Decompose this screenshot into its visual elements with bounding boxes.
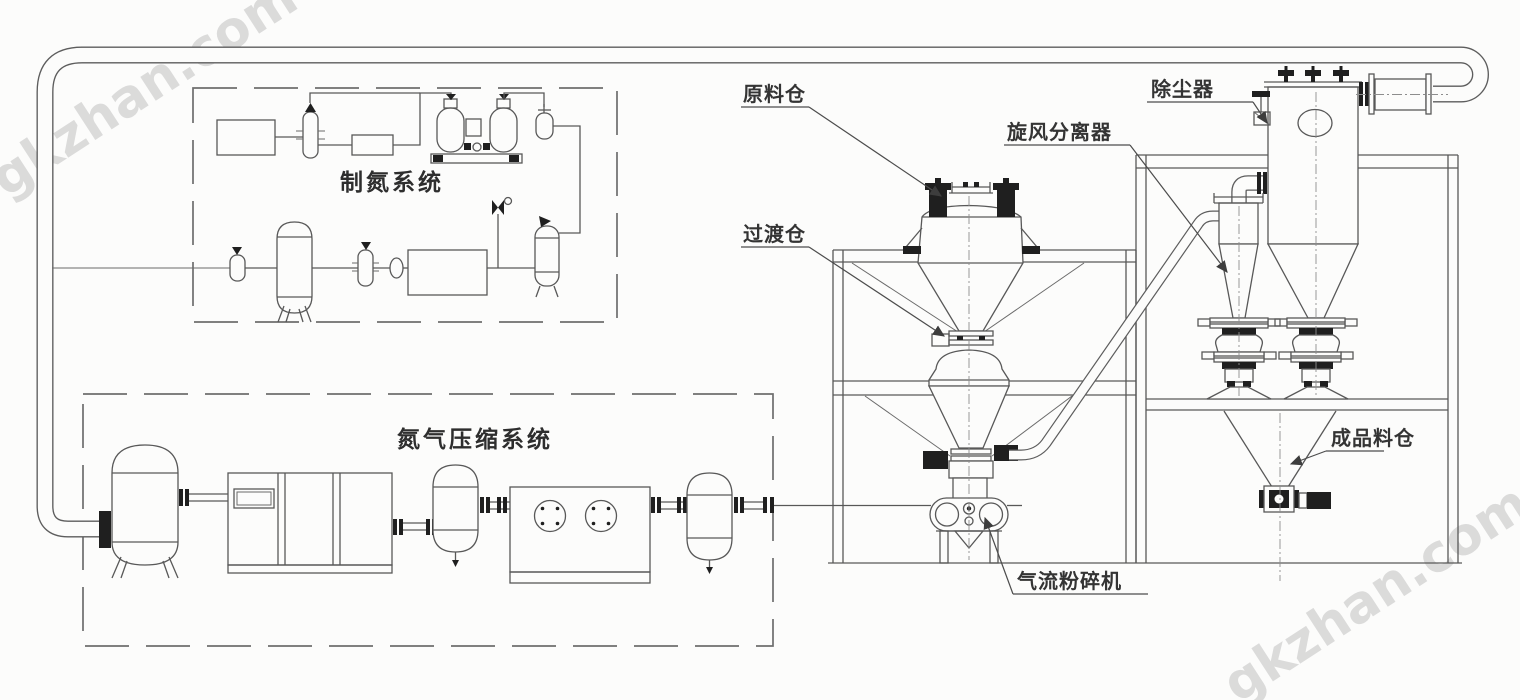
label-cyclone-separator: 旋风分离器 bbox=[1006, 120, 1112, 144]
nitrogen-compression-system: 氮气压缩系统 bbox=[111, 426, 774, 584]
tank-inlet-flange bbox=[99, 511, 111, 548]
nitrogen-generation-boundary bbox=[192, 87, 618, 323]
label-jet-mill: 气流粉碎机 bbox=[1016, 569, 1122, 593]
callout-dust-collector: 除尘器 bbox=[1147, 77, 1268, 124]
support-foot-right bbox=[1022, 246, 1040, 254]
nitrogen-receiver bbox=[534, 216, 560, 298]
callout-cyclone-separator: 旋风分离器 bbox=[1004, 120, 1228, 273]
pressure-regulator bbox=[492, 196, 513, 268]
recycle-pipe-loop bbox=[36, 46, 1489, 548]
cyclone-barrel bbox=[1218, 202, 1259, 245]
sight-glass bbox=[389, 257, 404, 279]
psa-twin-towers bbox=[430, 94, 523, 164]
callout-jet-mill: 气流粉碎机 bbox=[983, 516, 1148, 595]
mill-neck bbox=[952, 477, 988, 501]
callout-finished-product-bin: 成品料仓 bbox=[1289, 426, 1415, 466]
callout-raw-material-bin: 原料仓 bbox=[741, 82, 942, 197]
buffer-tank bbox=[276, 221, 313, 323]
filter-cartridge-right bbox=[997, 190, 1015, 217]
cooler-unit bbox=[509, 486, 651, 584]
dust-collector bbox=[1252, 66, 1362, 400]
feeder-motor-left bbox=[923, 451, 948, 469]
inline-valve bbox=[229, 247, 246, 282]
label-raw-material-bin: 原料仓 bbox=[743, 82, 806, 106]
nitrogen-generation-system: 制氮系统 bbox=[216, 92, 581, 323]
mill-stand-leg bbox=[939, 530, 949, 564]
rotary-feeder-flange bbox=[950, 448, 992, 455]
screw-compressor bbox=[227, 472, 393, 574]
discharge-valve bbox=[1259, 485, 1331, 513]
dust-collector-body bbox=[1267, 86, 1359, 245]
filter-cartridge-left bbox=[929, 190, 947, 217]
filter-vessel bbox=[302, 111, 319, 159]
nitrogen-compression-boundary bbox=[82, 393, 774, 647]
valve-motor bbox=[1307, 492, 1331, 509]
storage-tank bbox=[111, 444, 179, 579]
access-door bbox=[1297, 108, 1333, 138]
bin-discharge-valve bbox=[948, 330, 994, 337]
nitrogen-compression-label: 氮气压缩系统 bbox=[397, 426, 553, 453]
valve-glyph bbox=[305, 103, 316, 112]
label-finished-product-bin: 成品料仓 bbox=[1331, 426, 1415, 450]
generator-box bbox=[407, 249, 488, 296]
raw-material-bin bbox=[851, 178, 1085, 333]
pulse-nozzles bbox=[1278, 66, 1349, 82]
mill-stand-leg bbox=[989, 530, 999, 564]
mill-bottom-cone bbox=[953, 530, 985, 550]
callouts: 原料仓 过渡仓 旋风分离器 除尘器 成品料仓 气流粉碎机 bbox=[741, 77, 1415, 595]
nitrogen-generation-label: 制氮系统 bbox=[340, 169, 444, 196]
separator-vessel-1 bbox=[432, 464, 479, 567]
support-foot-left bbox=[903, 246, 921, 254]
rotary-feeder-body bbox=[948, 460, 994, 479]
muffler-silencer bbox=[1359, 73, 1432, 115]
separator-vessel-2 bbox=[686, 472, 733, 574]
label-dust-collector: 除尘器 bbox=[1151, 77, 1214, 101]
centerlines bbox=[968, 92, 1448, 581]
label-transition-bin: 过渡仓 bbox=[743, 222, 806, 246]
callout-transition-bin: 过渡仓 bbox=[741, 222, 946, 337]
